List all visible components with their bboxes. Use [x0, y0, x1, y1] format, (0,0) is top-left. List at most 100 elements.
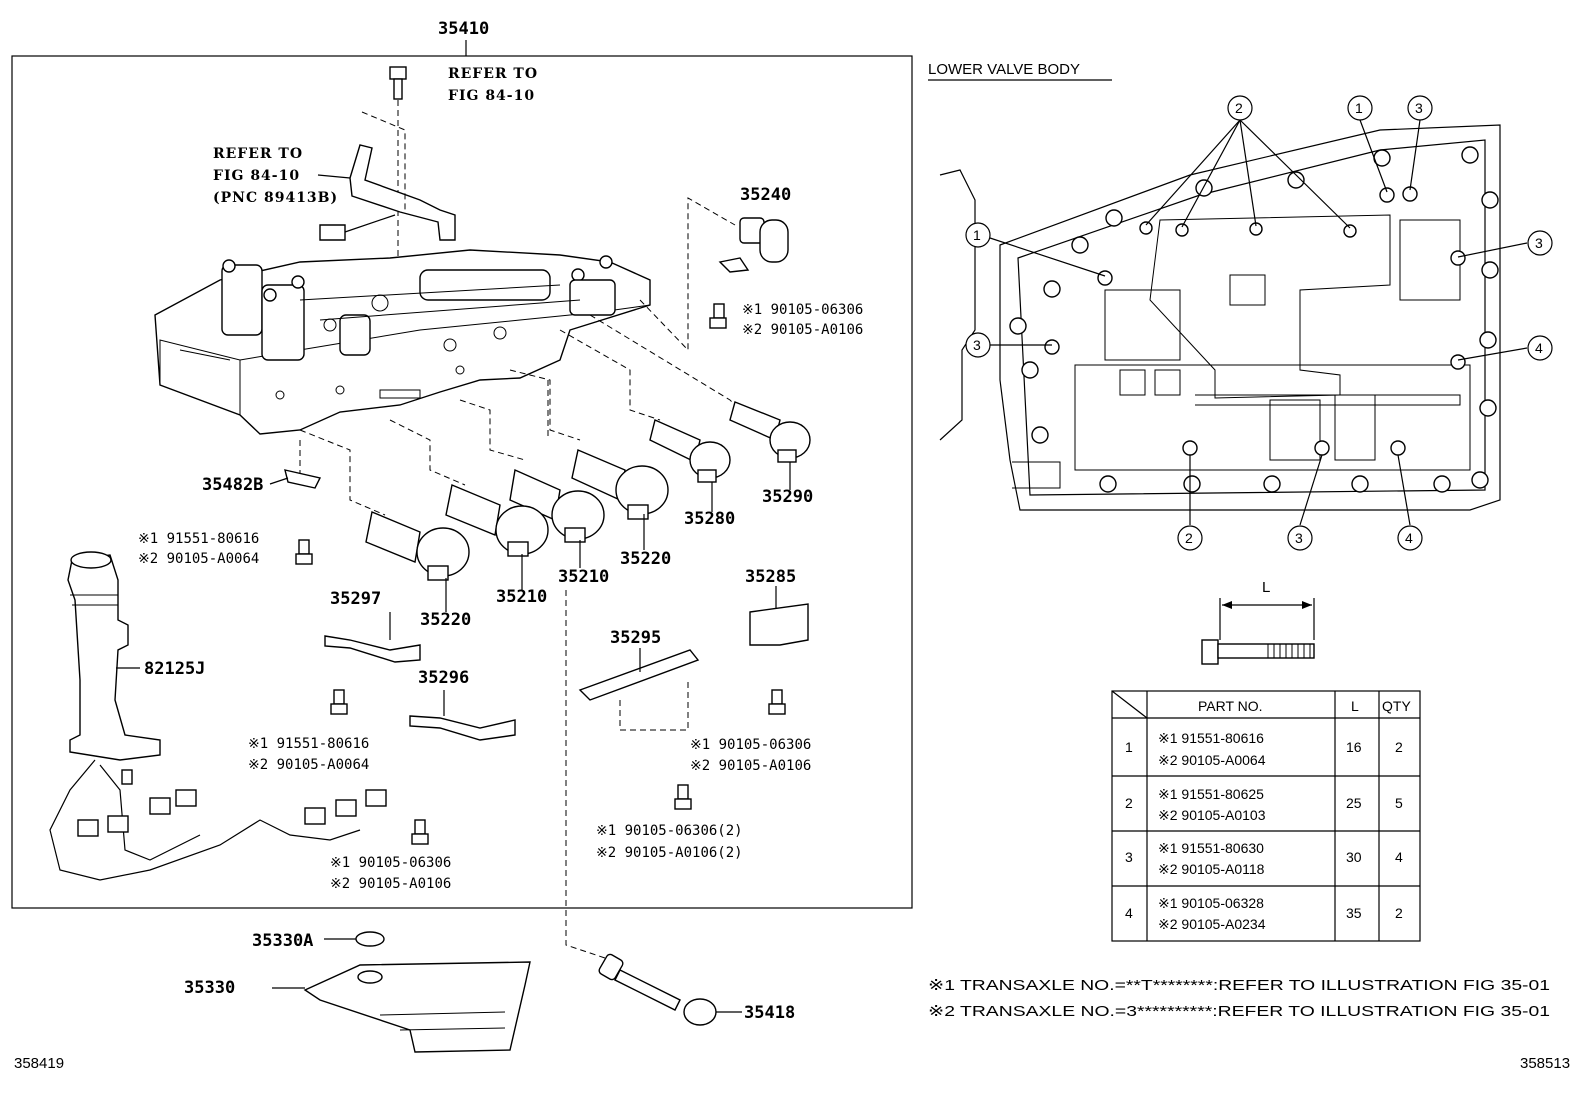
- note-35285-2: ※2 90105-A0106: [690, 758, 811, 774]
- table-row: 3 ※1 91551-80630 ※2 90105-A0118 30 4: [1125, 840, 1403, 877]
- o-ring-35330A: [355, 931, 385, 947]
- note-35240-2: ※2 90105-A0106: [742, 322, 863, 338]
- svg-text:2: 2: [1125, 795, 1133, 811]
- label-35210-a[interactable]: 35210: [558, 567, 609, 587]
- figure-id-left: 358419: [14, 1055, 64, 1072]
- svg-text:4: 4: [1125, 905, 1133, 921]
- svg-text:25: 25: [1346, 795, 1362, 811]
- callout-4-bottom[interactable]: 4: [1397, 525, 1423, 551]
- note-35295-2: ※2 90105-A0106(2): [596, 845, 743, 861]
- note-35296-2: ※2 90105-A0106: [330, 876, 451, 892]
- callout-3-top[interactable]: 3: [1407, 95, 1433, 121]
- svg-text:16: 16: [1346, 739, 1362, 755]
- callout-leaders: [989, 119, 1528, 526]
- note-35297-2: ※2 90105-A0064: [248, 757, 369, 773]
- label-35297[interactable]: 35297: [330, 589, 381, 609]
- svg-text:3: 3: [1125, 849, 1133, 865]
- label-35295[interactable]: 35295: [610, 628, 661, 648]
- note-35482-1: ※1 91551-80616: [138, 531, 259, 547]
- refer-wire-line2[interactable]: FIG 84-10: [213, 168, 300, 184]
- svg-text:3: 3: [1415, 100, 1423, 116]
- label-82125J[interactable]: 82125J: [144, 659, 205, 679]
- callout-4-right[interactable]: 4: [1527, 335, 1553, 361]
- label-35280[interactable]: 35280: [684, 509, 735, 529]
- footnote-1: ※1 TRANSAXLE NO.=**T********:REFER TO IL…: [928, 977, 1550, 994]
- svg-text:4: 4: [1395, 849, 1403, 865]
- callout-3-left[interactable]: 3: [965, 332, 991, 358]
- svg-text:3: 3: [1295, 530, 1303, 546]
- svg-text:2: 2: [1235, 100, 1243, 116]
- solenoid-35240: [709, 217, 789, 329]
- valve-body-bolts: [1009, 146, 1499, 493]
- refer-top-line1: REFER TO: [448, 66, 538, 82]
- callout-3-bottom[interactable]: 3: [1287, 525, 1313, 551]
- label-35418[interactable]: 35418: [744, 1003, 795, 1023]
- svg-text:3: 3: [1535, 235, 1543, 251]
- svg-text:※2 90105-A0064: ※2 90105-A0064: [1158, 752, 1266, 768]
- solenoid-35220-lower: [365, 511, 470, 581]
- label-35220-b[interactable]: 35220: [420, 610, 471, 630]
- solenoid-35210-right: [509, 468, 605, 543]
- label-35410[interactable]: 35410: [438, 19, 489, 39]
- svg-text:1: 1: [973, 227, 981, 243]
- figure-id-right: 358513: [1520, 1055, 1570, 1072]
- callout-2-bottom[interactable]: 2: [1177, 525, 1203, 551]
- svg-text:2: 2: [1185, 530, 1193, 546]
- bracket-35297: [324, 635, 421, 715]
- svg-text:35: 35: [1346, 905, 1362, 921]
- callout-1-top[interactable]: 1: [1347, 95, 1373, 121]
- footnote-2: ※2 TRANSAXLE NO.=3**********:REFER TO IL…: [928, 1003, 1550, 1020]
- label-35296[interactable]: 35296: [418, 668, 469, 688]
- dimension-L-label: L: [1262, 579, 1270, 596]
- refer-top-line2[interactable]: FIG 84-10: [448, 88, 535, 104]
- table-header-qty: QTY: [1382, 698, 1411, 714]
- bracket-35296: [409, 715, 516, 845]
- label-35482B[interactable]: 35482B: [202, 475, 263, 495]
- label-35285[interactable]: 35285: [745, 567, 796, 587]
- note-35240-1: ※1 90105-06306: [742, 302, 863, 318]
- label-35240[interactable]: 35240: [740, 185, 791, 205]
- note-35482-2: ※2 90105-A0064: [138, 551, 259, 567]
- svg-text:※1 90105-06328: ※1 90105-06328: [1158, 895, 1264, 911]
- svg-text:30: 30: [1346, 849, 1362, 865]
- assembly-frame: [11, 55, 913, 909]
- wire-harness-82125J: [49, 551, 387, 881]
- table-row: 2 ※1 91551-80625 ※2 90105-A0103 25 5: [1125, 786, 1403, 823]
- label-35220-a[interactable]: 35220: [620, 549, 671, 569]
- callout-2-top[interactable]: 2: [1227, 95, 1253, 121]
- solenoid-35290: [729, 401, 811, 463]
- note-35285-1: ※1 90105-06306: [690, 737, 811, 753]
- svg-text:4: 4: [1535, 340, 1543, 356]
- note-35295-1: ※1 90105-06306(2): [596, 823, 743, 839]
- solenoid-35280: [649, 419, 731, 483]
- note-35296-1: ※1 90105-06306: [330, 855, 451, 871]
- table-row: 1 ※1 91551-80616 ※2 90105-A0064 16 2: [1125, 730, 1403, 768]
- bolt-table: [1111, 690, 1421, 942]
- svg-text:1: 1: [1125, 739, 1133, 755]
- svg-text:※1 91551-80630: ※1 91551-80630: [1158, 840, 1264, 856]
- refer-wire-line3: (PNC 89413B): [213, 190, 338, 206]
- plate-35285: [749, 603, 809, 715]
- refer-wire-line1: REFER TO: [213, 146, 303, 162]
- note-35297-1: ※1 91551-80616: [248, 736, 369, 752]
- label-35290[interactable]: 35290: [762, 487, 813, 507]
- connector-35418: [598, 953, 717, 1026]
- label-35210-b[interactable]: 35210: [496, 587, 547, 607]
- label-35330[interactable]: 35330: [184, 978, 235, 998]
- callout-3-right[interactable]: 3: [1527, 230, 1553, 256]
- solenoid-35210-left: [445, 484, 549, 557]
- lower-valve-body-title: LOWER VALVE BODY: [928, 61, 1080, 78]
- wire-harness-bracket: [319, 111, 456, 241]
- callout-1-left[interactable]: 1: [965, 222, 991, 248]
- clip-35482B: [284, 469, 322, 565]
- svg-text:※2 90105-A0103: ※2 90105-A0103: [1158, 807, 1266, 823]
- svg-text:5: 5: [1395, 795, 1403, 811]
- plate-35295: [578, 649, 700, 810]
- label-35330A[interactable]: 35330A: [252, 931, 313, 951]
- svg-text:4: 4: [1405, 530, 1413, 546]
- svg-text:1: 1: [1355, 100, 1363, 116]
- bolt-dimension-diagram: [1201, 598, 1315, 665]
- solenoid-35220-upper: [571, 449, 669, 520]
- table-header-l: L: [1351, 698, 1359, 714]
